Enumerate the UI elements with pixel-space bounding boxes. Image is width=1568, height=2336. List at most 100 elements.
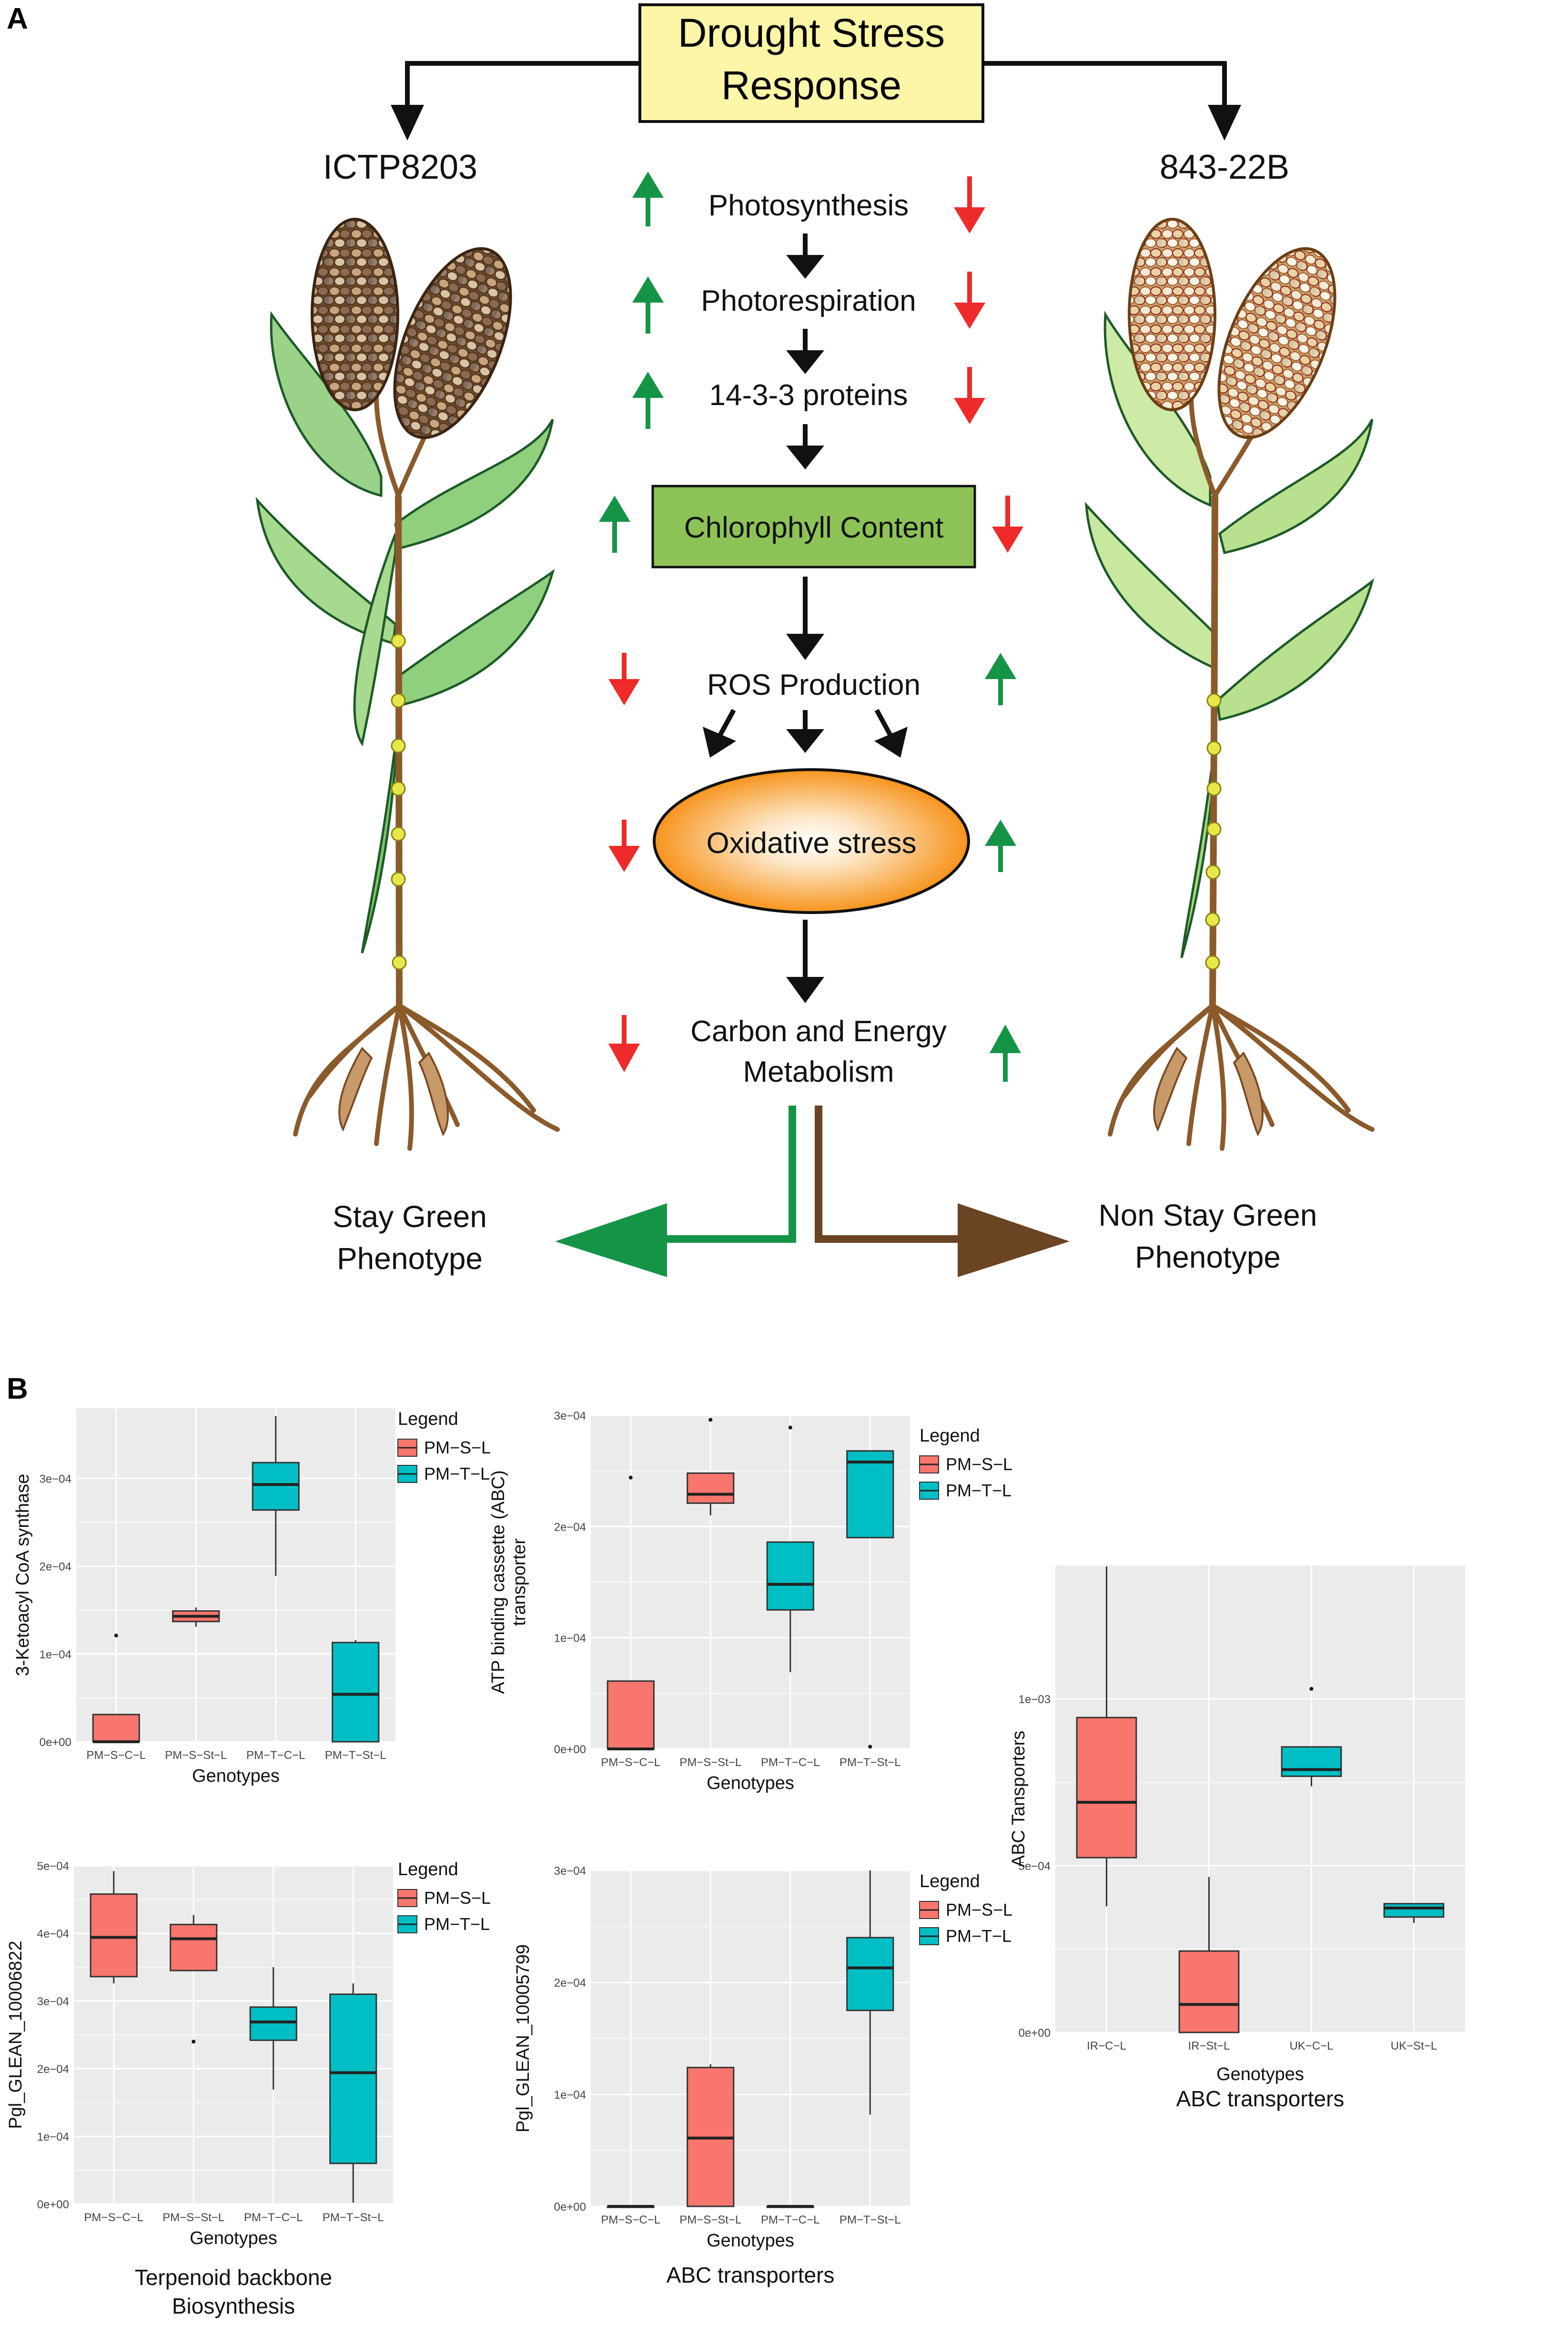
- down-arrow: [954, 367, 985, 424]
- x-tick-label: PM−S−St−L: [162, 2211, 224, 2224]
- left-phenotype-line-1: Stay Green: [333, 1199, 487, 1234]
- legend-entry: PM−S−L: [946, 1900, 1012, 1920]
- y-axis-title: ATP binding cassette (ABC): [488, 1470, 508, 1694]
- x-tick-label: PM−S−St−L: [165, 1749, 227, 1762]
- x-axis-title: Genotypes: [192, 1766, 280, 1786]
- title-line-2: Response: [721, 63, 901, 108]
- right-phenotype-line-2: Phenotype: [1135, 1240, 1281, 1274]
- x-axis-title: Genotypes: [707, 1773, 794, 1793]
- y-tick-label: 4e−04: [37, 1928, 69, 1940]
- x-tick-label: PM−S−C−L: [601, 2214, 660, 2226]
- non-stay-green-plant-illustration: [1084, 218, 1375, 1151]
- x-tick-label: IR−C−L: [1087, 2040, 1126, 2052]
- right-phenotype-line-1: Non Stay Green: [1099, 1198, 1317, 1232]
- non-stay-green-arrowhead: [958, 1203, 1070, 1277]
- up-arrow: [985, 653, 1016, 705]
- x-tick-label: UK−C−L: [1289, 2040, 1333, 2052]
- panel-a-label: A: [7, 2, 28, 35]
- box-outlier: [192, 2040, 196, 2044]
- chart-caption: ABC transporters: [1176, 2086, 1345, 2111]
- y-tick-label: 3e−04: [554, 1410, 586, 1422]
- x-axis-title: Genotypes: [1216, 2064, 1304, 2084]
- y-tick-label: 2e−04: [554, 1977, 586, 1990]
- box-iqr: [687, 1472, 735, 1504]
- x-tick-label: PM−T−St−L: [323, 2211, 384, 2224]
- up-arrow: [599, 496, 630, 553]
- x-axis-title: Genotypes: [190, 2228, 277, 2248]
- stay-green-arrowhead: [555, 1203, 667, 1277]
- y-tick-label: 1e−04: [554, 1632, 586, 1645]
- legend-entry: PM−T−L: [946, 1481, 1012, 1500]
- chart-caption: ABC transporters: [667, 2263, 835, 2287]
- down-arrow: [608, 653, 640, 705]
- step-oxidative-stress: Oxidative stress: [706, 827, 916, 860]
- box-iqr: [332, 1642, 380, 1743]
- chlorophyll-box: [651, 485, 976, 569]
- chart-caption: Terpenoid backbone: [135, 2265, 332, 2290]
- legend-title: Legend: [398, 1859, 458, 1879]
- y-tick-label: 2e−04: [37, 2063, 69, 2076]
- x-tick-label: PM−T−C−L: [761, 1756, 819, 1769]
- y-tick-label: 0e+00: [554, 1743, 586, 1756]
- right-branch-arrowhead: [1208, 105, 1241, 141]
- down-arrow: [608, 820, 640, 872]
- y-tick-label: 1e−04: [554, 2089, 586, 2102]
- x-tick-label: UK−St−L: [1391, 2040, 1437, 2052]
- step-ros-production: ROS Production: [707, 669, 921, 701]
- x-tick-label: PM−S−C−L: [86, 1749, 146, 1762]
- y-tick-label: 5e−04: [1019, 1860, 1051, 1873]
- y-tick-label: 1e−04: [37, 2131, 69, 2143]
- y-tick-label: 1e−04: [40, 1648, 71, 1661]
- right-branch-line: [983, 61, 1227, 110]
- y-tick-label: 5e−04: [37, 1860, 69, 1873]
- legend-entry: PM−T−L: [946, 1926, 1012, 1946]
- x-axis-title: Genotypes: [707, 2231, 794, 2251]
- stay-green-outcome-line: [634, 1106, 796, 1243]
- legend-title: Legend: [920, 1426, 980, 1446]
- box-outlier: [114, 1634, 118, 1638]
- box-iqr: [1281, 1746, 1342, 1777]
- step-carbon-line-1: Carbon and Energy: [690, 1015, 947, 1048]
- chart-caption: Biosynthesis: [172, 2294, 295, 2318]
- up-arrow: [990, 1025, 1021, 1082]
- box-iqr: [329, 1993, 377, 2164]
- step-chlorophyll-content: Chlorophyll Content: [684, 511, 944, 544]
- down-arrow: [608, 1015, 640, 1072]
- up-arrow: [985, 820, 1016, 872]
- x-tick-label: PM−T−C−L: [761, 2214, 819, 2226]
- x-tick-label: PM−T−St−L: [840, 2214, 901, 2226]
- box-iqr: [766, 1541, 814, 1611]
- y-tick-label: 2e−04: [40, 1561, 71, 1574]
- y-axis-title: Pgl_GLEAN_10005799: [513, 1944, 533, 2133]
- y-tick-label: 3e−04: [37, 1995, 69, 2008]
- x-tick-label: PM−T−St−L: [840, 1756, 901, 1769]
- up-arrow: [632, 276, 664, 334]
- legend-entry: PM−T−L: [424, 1464, 490, 1483]
- y-axis-title: 3-Ketoacyl CoA synthase: [13, 1474, 33, 1676]
- x-tick-label: PM−T−C−L: [246, 1749, 305, 1762]
- x-tick-label: IR−St−L: [1188, 2040, 1230, 2052]
- x-tick-label: PM−T−C−L: [244, 2211, 303, 2224]
- x-tick-label: PM−T−St−L: [325, 1749, 386, 1762]
- box-outlier: [1309, 1687, 1314, 1691]
- box-iqr: [1076, 1716, 1137, 1859]
- title-line-1: Drought Stress: [678, 10, 945, 55]
- x-tick-label: PM−S−St−L: [679, 1756, 741, 1769]
- box-outlier: [788, 1425, 792, 1430]
- non-stay-green-outcome-line: [815, 1106, 981, 1243]
- y-tick-label: 1e−03: [1019, 1693, 1051, 1706]
- legend-entry: PM−S−L: [424, 1888, 491, 1908]
- down-arrow: [954, 272, 985, 329]
- y-tick-label: 0e+00: [40, 1736, 71, 1749]
- step-carbon-line-2: Metabolism: [743, 1056, 894, 1088]
- box-iqr: [92, 1714, 140, 1743]
- box-iqr: [170, 1924, 218, 1971]
- x-tick-label: PM−S−C−L: [601, 1756, 660, 1769]
- legend-title: Legend: [398, 1409, 458, 1429]
- step-photorespiration: Photorespiration: [701, 284, 916, 317]
